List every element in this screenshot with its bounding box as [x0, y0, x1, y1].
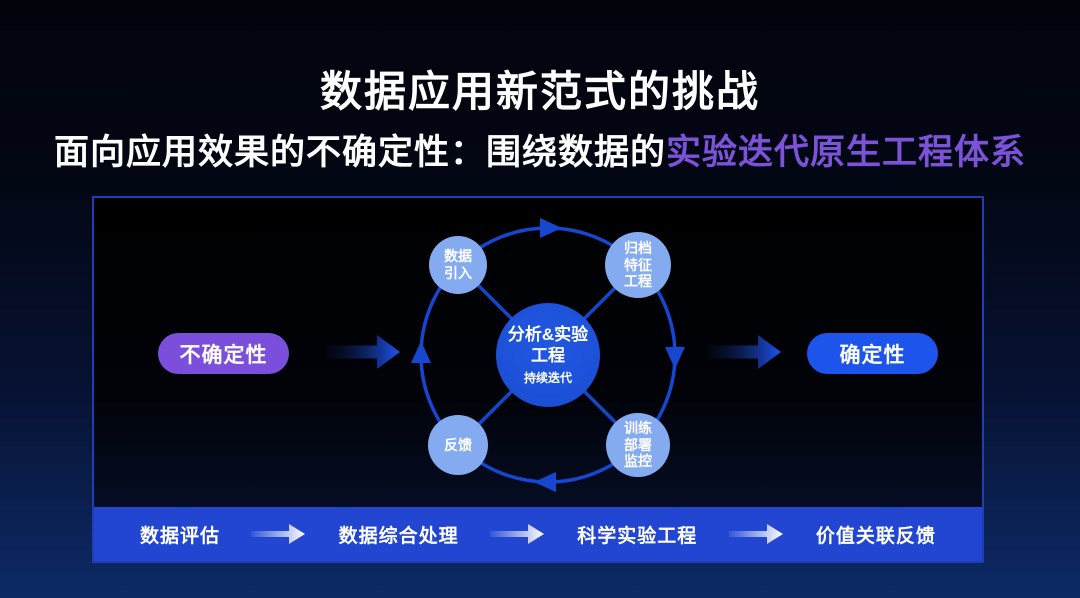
process-bar: 数据评估 数据综合处理 科学实验工程 价值关联反馈 [94, 507, 982, 561]
node-data-intake: 数据 引入 [429, 236, 487, 294]
page-title: 数据应用新范式的挑战 [319, 68, 760, 115]
center-node-title: 分析&实验 工程 [507, 324, 589, 365]
ring-arrow-bottom-icon [534, 472, 556, 492]
process-step-3: 科学实验工程 [577, 525, 698, 547]
cycle-diagram: 不确定性 确定性 分析&实验 工程 持续迭代 数据 引入 归档 特征 工程 反馈… [94, 198, 982, 507]
flow-arrow-left-icon [327, 335, 400, 369]
node-train-deploy-monitor: 训练 部署 监控 [606, 413, 670, 477]
subtitle-highlight-text: 实验迭代原生工程体系 [666, 133, 1027, 172]
step-arrow-icon [728, 524, 783, 544]
subtitle-normal-text: 面向应用效果的不确定性：围绕数据的 [53, 133, 666, 172]
flow-arrow-right-icon [708, 335, 781, 369]
process-step-1: 数据评估 [140, 525, 221, 547]
process-step-4: 价值关联反馈 [815, 525, 936, 547]
certainty-pill: 确定性 [807, 333, 938, 374]
node-feedback: 反馈 [428, 415, 488, 475]
ring-arrow-top-icon [540, 218, 562, 238]
ring-arrow-right-icon [665, 347, 685, 369]
step-arrow-icon [251, 524, 306, 544]
ring-arrowheads [411, 218, 685, 492]
center-node-subtitle: 持续迭代 [523, 371, 572, 386]
diagram-panel: 不确定性 确定性 分析&实验 工程 持续迭代 数据 引入 归档 特征 工程 反馈… [92, 196, 984, 563]
slide-subtitle: 面向应用效果的不确定性：围绕数据的实验迭代原生工程体系 [0, 124, 1080, 175]
process-step-2: 数据综合处理 [338, 525, 459, 547]
center-node: 分析&实验 工程 持续迭代 [496, 303, 600, 407]
uncertainty-pill: 不确定性 [158, 333, 289, 374]
ring-arrow-left-icon [411, 341, 431, 363]
node-archive-feature-engineering: 归档 特征 工程 [605, 232, 671, 298]
step-arrow-icon [489, 524, 544, 544]
